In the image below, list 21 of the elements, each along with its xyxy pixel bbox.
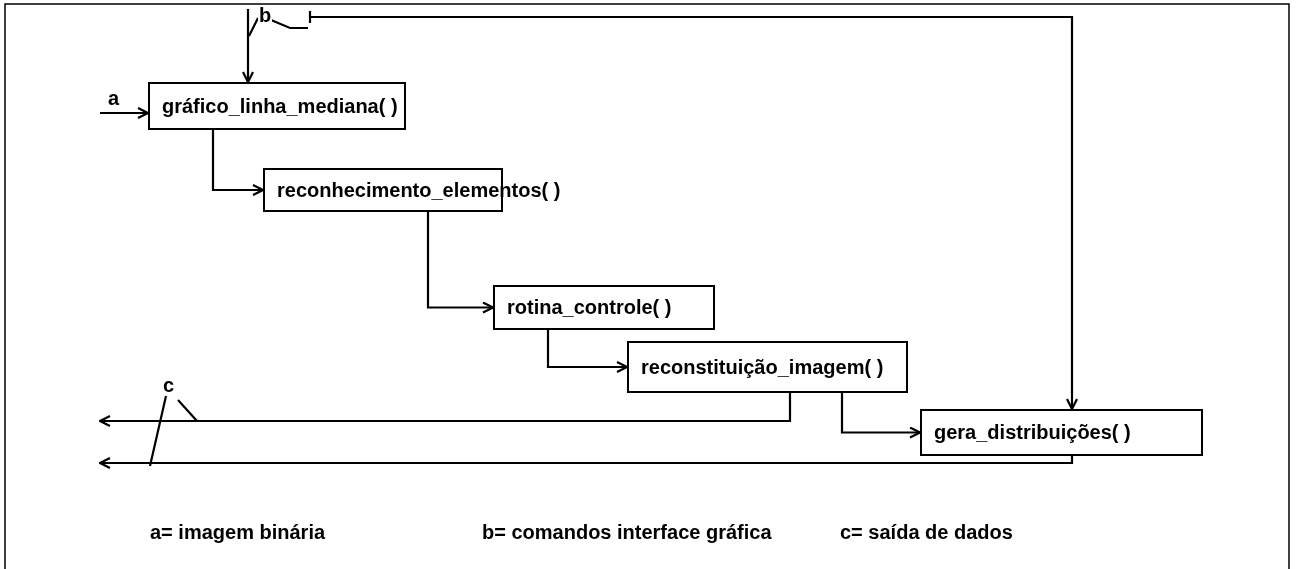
arrow bbox=[98, 455, 1074, 470]
arrow bbox=[546, 330, 629, 374]
legend-note: c= saída de dados bbox=[840, 521, 1013, 544]
process-box bbox=[920, 409, 1203, 456]
function-name: rotina_controle( ) bbox=[507, 296, 672, 319]
arrow bbox=[308, 9, 1079, 411]
legend-note: b= comandos interface gráfica bbox=[482, 521, 772, 544]
function-name: gera_distribuições( ) bbox=[934, 421, 1131, 444]
process-box bbox=[627, 341, 908, 393]
function-name: reconstituição_imagem( ) bbox=[641, 355, 884, 379]
legend-note: a= imagem binária bbox=[150, 521, 326, 544]
arrow bbox=[426, 212, 495, 314]
function-name: gráfico_linha_mediana( ) bbox=[162, 94, 398, 118]
edge-label: b bbox=[258, 5, 273, 25]
arrow bbox=[100, 106, 150, 120]
arrow bbox=[98, 393, 792, 428]
arrow bbox=[840, 393, 922, 439]
process-box bbox=[493, 285, 715, 330]
arrow bbox=[211, 130, 265, 197]
process-box bbox=[148, 82, 406, 130]
arrow bbox=[241, 9, 255, 84]
